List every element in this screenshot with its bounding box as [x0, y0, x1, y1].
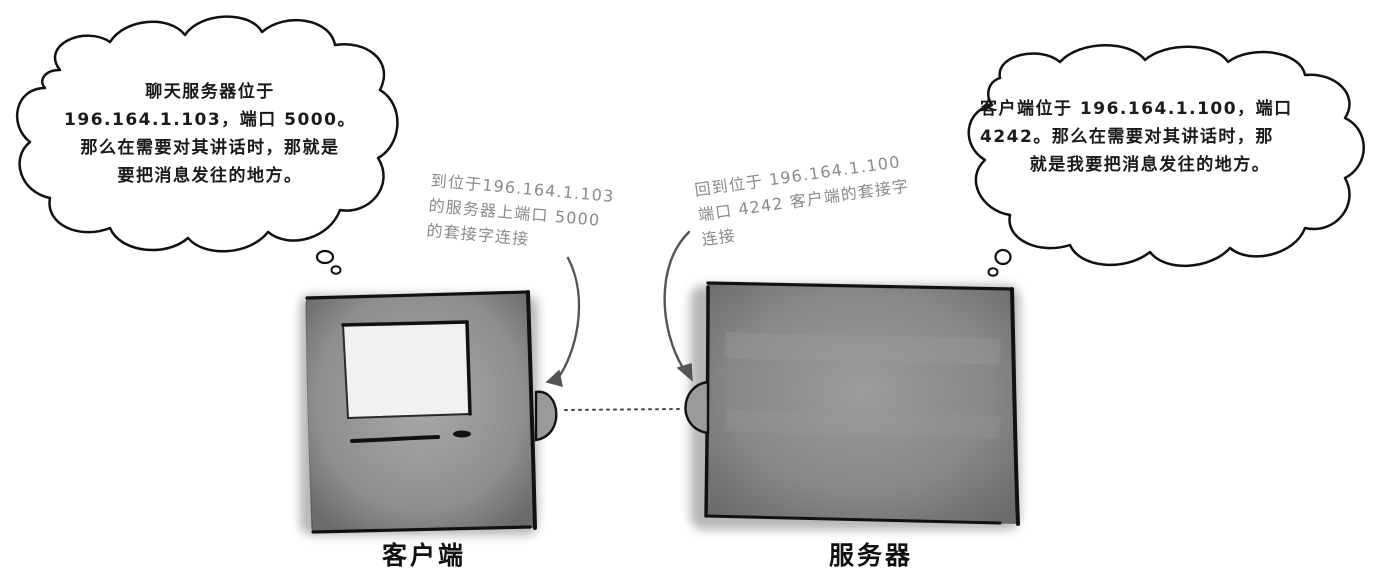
thought-dot-small — [330, 265, 342, 275]
client-label: 客户端 — [382, 541, 467, 570]
client-computer — [300, 290, 558, 535]
thought-dot-small — [987, 267, 999, 277]
client-connection-note: 到位于196.164.1.103 的服务器上端口 5000 的套接字连接 — [425, 168, 616, 259]
client-note-arrow — [545, 256, 581, 388]
client-screen — [341, 320, 472, 420]
server-thought-line: 4242。那么在需要对其讲话时，那 — [980, 127, 1274, 147]
server-thought-text: 客户端位于 196.164.1.100，端口 4242。那么在需要对其讲话时，那… — [980, 95, 1320, 179]
drive-slot — [350, 435, 440, 443]
client-thought-text: 聊天服务器位于 196.164.1.103，端口 5000。 那么在需要对其讲话… — [40, 78, 380, 190]
server-thought-line: 就是我要把消息发往的地方。 — [1029, 155, 1271, 175]
server-socket — [684, 380, 710, 435]
client-thought-line: 196.164.1.103，端口 5000。 — [64, 110, 356, 130]
server-note-arrow — [663, 230, 693, 382]
thought-dot-large — [994, 248, 1012, 266]
client-thought-line: 要把消息发往的地方。 — [117, 166, 303, 186]
server-box — [684, 281, 1020, 530]
connection-line — [564, 408, 681, 411]
server-thought-cloud — [967, 44, 1365, 277]
client-thought-line: 那么在需要对其讲话时，那就是 — [80, 138, 340, 158]
client-thought-line: 聊天服务器位于 — [145, 82, 275, 102]
client-socket — [534, 390, 558, 442]
thought-dot-large — [315, 249, 335, 265]
server-label: 服务器 — [829, 541, 914, 570]
server-thought-line: 客户端位于 196.164.1.100，端口 — [980, 99, 1293, 119]
power-button — [453, 430, 471, 438]
client-thought-cloud — [15, 15, 399, 275]
